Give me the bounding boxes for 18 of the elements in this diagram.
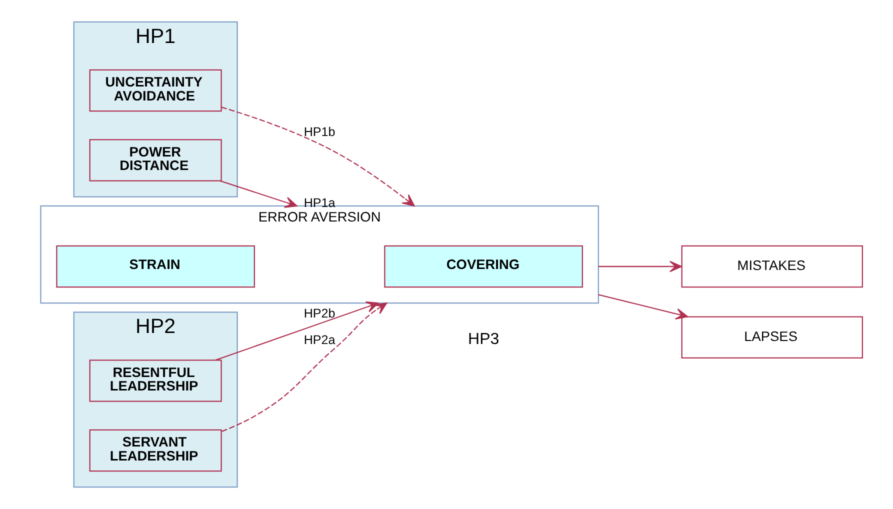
edge-label: HP2a	[303, 332, 335, 347]
arrow	[219, 180, 297, 208]
node-box: RESENTFUL LEADERSHIP	[88, 360, 222, 402]
arrow	[215, 301, 378, 361]
node-box: LAPSES	[680, 316, 862, 358]
node-box: STRAIN	[56, 245, 254, 288]
node-box: MISTAKES	[680, 245, 862, 288]
label: HP3	[468, 330, 499, 348]
arrow	[598, 260, 682, 272]
node-box: POWER DISTANCE	[88, 139, 222, 182]
arrow	[598, 294, 688, 320]
node-box: COVERING	[384, 245, 582, 288]
arrow	[220, 106, 414, 206]
edge-label: HP1b	[303, 124, 335, 139]
node-box: UNCERTAINTY AVOIDANCE	[88, 69, 222, 112]
node-box: SERVANT LEADERSHIP	[88, 429, 222, 472]
edge-label: HP2b	[303, 306, 335, 321]
arrow	[221, 302, 387, 432]
